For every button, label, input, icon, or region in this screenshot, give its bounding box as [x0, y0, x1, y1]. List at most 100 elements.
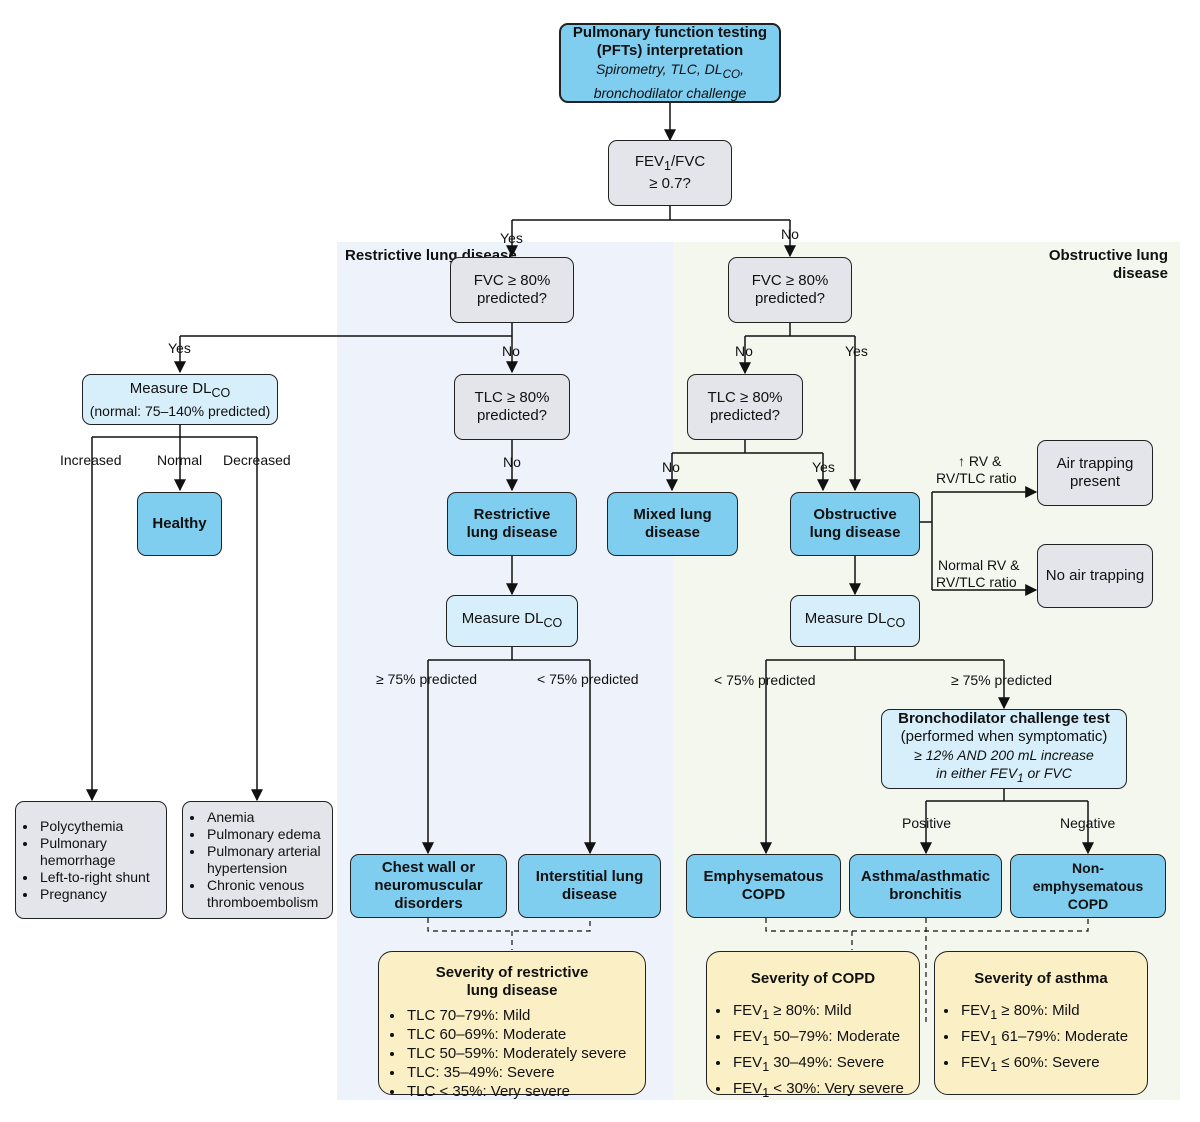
bronch-condition: (performed when symptomatic) [900, 728, 1108, 746]
severity-item: FEV1 61–79%: Moderate [959, 1026, 1128, 1052]
mixed-lung-disease-node: Mixed lung disease [607, 492, 738, 556]
chest-wall-node: Chest wall or neuromuscular disorders [350, 854, 507, 918]
pft-subtitle-a: Spirometry, TLC, DLCO, [596, 60, 744, 84]
no-air-trapping-node: No air trapping [1037, 544, 1153, 608]
list-item: Chronic venous thromboembolism [205, 877, 330, 911]
severity-item: FEV1 50–79%: Moderate [731, 1026, 904, 1052]
air-trapping-present-node: Air trapping present [1037, 440, 1153, 506]
dlco-left-text: Measure DL [129, 379, 212, 397]
severity-restrictive-list: TLC 70–79%: MildTLC 60–69%: ModerateTLC … [385, 1006, 626, 1101]
dlco-left-normal-range: (normal: 75–140% predicted) [89, 402, 271, 419]
fev-subscript: 1 [762, 1060, 770, 1074]
bronch-d-tail: or FVC [1023, 765, 1072, 782]
severity-range: 50–79%: Moderate [769, 1028, 901, 1045]
emphysematous-copd-node: Emphysematous COPD [686, 854, 841, 918]
severity-range: 30–49%: Severe [769, 1054, 885, 1071]
fvc-right-node: FVC ≥ 80% predicted? [728, 257, 852, 323]
label-ge75-left: ≥ 75% predicted [376, 671, 478, 687]
dlco-mid-text: Measure DL [461, 610, 544, 627]
label-increased: Increased [60, 452, 122, 468]
label-yes-3: Yes [845, 343, 868, 359]
severity-copd-list: FEV1 ≥ 80%: MildFEV1 50–79%: ModerateFEV… [711, 1000, 904, 1104]
pft-sub-a-text: Spirometry, TLC, DL [596, 61, 723, 78]
dlco-mid-sub: CO [543, 616, 563, 630]
dlco-right-sub: CO [886, 616, 906, 630]
label-rv-high-a: ↑ RV & [958, 453, 1002, 469]
pft-interpretation-node: Pulmonary function testing (PFTs) interp… [559, 23, 781, 103]
fev-threshold: ≥ 0.7? [649, 175, 691, 192]
bronch-criteria-line-2: in either FEV1 or FVC [936, 764, 1072, 788]
increased-causes-list: PolycythemiaPulmonary hemorrhageLeft-to-… [15, 801, 167, 919]
pft-title: Pulmonary function testing (PFTs) interp… [572, 24, 768, 60]
obstructive-section-label: Obstructive lung disease [1048, 247, 1168, 282]
fev-subscript: 1 [990, 1008, 998, 1022]
severity-item: FEV1 ≥ 80%: Mild [959, 1000, 1128, 1026]
fev-label: FEV [961, 1028, 991, 1045]
severity-range: ≥ 80%: Mild [997, 1002, 1080, 1019]
label-no-4: No [503, 454, 521, 470]
decreased-list: AnemiaPulmonary edemaPulmonary arterial … [185, 809, 330, 911]
pft-sub-a-tail: , [740, 61, 744, 78]
label-normal: Normal [157, 452, 203, 468]
list-item: Pulmonary hemorrhage [38, 835, 162, 869]
severity-range: ≤ 60%: Severe [997, 1054, 1100, 1071]
obstructive-lung-disease-node: Obstructive lung disease [790, 492, 920, 556]
label-lt75-left: < 75% predicted [537, 671, 639, 687]
severity-copd-title: Severity of COPD [750, 970, 876, 987]
label-decreased: Decreased [223, 452, 291, 468]
dlco-mid-line: Measure DLCO [462, 610, 562, 632]
measure-dlco-left-node: Measure DLCO (normal: 75–140% predicted) [82, 374, 278, 425]
severity-item: TLC < 35%: Very severe [405, 1082, 626, 1101]
fev-subscript: 1 [990, 1034, 998, 1048]
label-yes-2: Yes [168, 340, 191, 356]
fev-sub: 1 [664, 159, 671, 173]
bronchodilator-challenge-node: Bronchodilator challenge test (performed… [881, 709, 1127, 789]
label-rv-normal-a: Normal RV & [938, 557, 1020, 573]
healthy-node: Healthy [137, 492, 222, 556]
list-item: Pulmonary edema [205, 826, 330, 843]
fev-label: FEV [733, 1080, 763, 1097]
dlco-right-line: Measure DLCO [805, 610, 905, 632]
label-no-2: No [502, 343, 520, 359]
fvc-left-node: FVC ≥ 80% predicted? [450, 257, 574, 323]
label-rv-high-b: RV/TLC ratio [936, 470, 1017, 486]
fev-subscript: 1 [762, 1086, 770, 1100]
fvc-text: /FVC [670, 153, 706, 170]
restrictive-lung-disease-node: Restrictive lung disease [447, 492, 577, 556]
severity-item: FEV1 < 30%: Very severe [731, 1078, 904, 1104]
bronch-d-sub: 1 [1017, 771, 1024, 785]
measure-dlco-obstructive-node: Measure DLCO [790, 595, 920, 647]
label-no-3: No [735, 343, 753, 359]
fev1-fvc-node: FEV1/FVC ≥ 0.7? [608, 140, 732, 206]
list-item: Anemia [205, 809, 330, 826]
fev-text: FEV [634, 153, 665, 170]
list-item: Pulmonary arterial hypertension [205, 843, 330, 877]
dlco-left-sub: CO [211, 385, 231, 400]
tlc-left-node: TLC ≥ 80% predicted? [454, 374, 570, 440]
fev-subscript: 1 [762, 1008, 770, 1022]
severity-item: TLC 60–69%: Moderate [405, 1025, 626, 1044]
decreased-causes-list: AnemiaPulmonary edemaPulmonary arterial … [182, 801, 333, 919]
severity-item: FEV1 30–49%: Severe [731, 1052, 904, 1078]
label-ge75-right: ≥ 75% predicted [951, 672, 1053, 688]
severity-asthma-box: Severity of asthma FEV1 ≥ 80%: MildFEV1 … [934, 951, 1148, 1095]
severity-item: TLC: 35–49%: Severe [405, 1063, 626, 1082]
severity-range: ≥ 80%: Mild [769, 1002, 852, 1019]
severity-asthma-title: Severity of asthma [974, 970, 1108, 987]
interstitial-lung-disease-node: Interstitial lung disease [518, 854, 661, 918]
dlco-left-line-1: Measure DLCO [130, 380, 230, 402]
fev-label: FEV [961, 1002, 991, 1019]
fev-label: FEV [733, 1028, 763, 1045]
bronch-title: Bronchodilator challenge test [898, 710, 1110, 728]
non-emphysematous-copd-node: Non-emphysematous COPD [1010, 854, 1166, 918]
severity-copd-box: Severity of COPD FEV1 ≥ 80%: MildFEV1 50… [706, 951, 920, 1100]
severity-item: FEV1 ≥ 80%: Mild [731, 1000, 904, 1026]
pft-sub-a-sub: CO [722, 67, 741, 81]
severity-item: TLC 50–59%: Moderately severe [405, 1044, 626, 1063]
fev-subscript: 1 [990, 1060, 998, 1074]
fev-label: FEV [733, 1002, 763, 1019]
pft-subtitle-b: bronchodilator challenge [593, 84, 747, 101]
label-rv-normal-b: RV/TLC ratio [936, 574, 1017, 590]
label-no-1: No [781, 226, 799, 242]
